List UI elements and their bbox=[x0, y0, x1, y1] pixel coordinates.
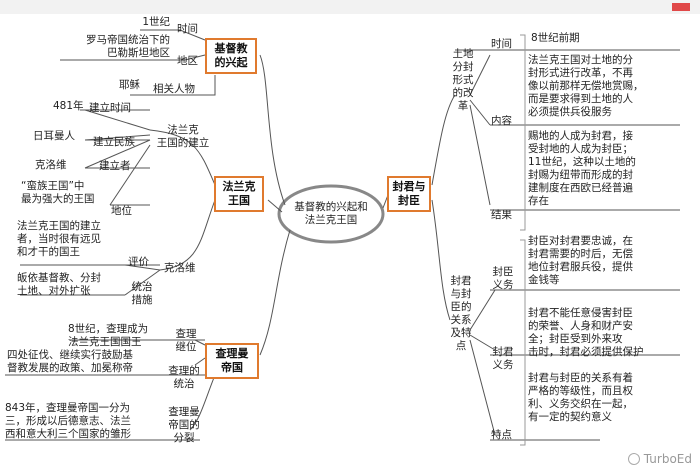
chr-region-label: 地区 bbox=[177, 55, 198, 67]
chr-person-label: 相关人物 bbox=[153, 83, 195, 95]
feudal-relation-label: 封君 与封 臣的 关系 及特 点 bbox=[450, 275, 472, 352]
link-clovis-measures bbox=[124, 269, 161, 296]
center-topic[interactable]: 基督教的兴起和 法兰克王国 bbox=[294, 200, 368, 226]
corner-mark bbox=[672, 3, 690, 11]
char-succession-value: 8世纪，查理成为 法兰克王国国王 bbox=[68, 323, 149, 348]
center-ring bbox=[277, 184, 385, 244]
feudal-lord-duty-value: 封君不能任意侵害封臣 的荣誉、人身和财产安 全；封臣受到外来攻 击时，封君必须提… bbox=[528, 307, 644, 358]
hub-franks[interactable]: 法兰克 王国 bbox=[214, 176, 264, 212]
feudal-land-content-label: 内容 bbox=[491, 115, 512, 127]
feudal-vassal-duty-label: 封臣 义务 bbox=[492, 266, 514, 291]
chr-time-value: 1世纪 bbox=[142, 16, 170, 28]
hub-charlemagne[interactable]: 查理曼 帝国 bbox=[205, 343, 259, 379]
feudal-feature-label: 特点 bbox=[491, 429, 512, 441]
feudal-feature-value: 封君与封臣的关系有着 严格的等级性，而且权 利、义务交织在一起， 有一定的契约意… bbox=[528, 372, 633, 423]
franks-measures-value: 皈依基督教、分封 土地、对外扩张 bbox=[17, 272, 101, 297]
link-founding-founder bbox=[84, 139, 151, 169]
franks-nation-value: 日耳曼人 bbox=[33, 130, 75, 142]
franks-measures-label: 统治 措施 bbox=[131, 281, 153, 306]
link-clovis-eval bbox=[124, 264, 161, 271]
feudal-land-result-value: 赐地的人成为封君，接 受封地的人成为封臣； 11世纪，这种以土地的 封赐为纽带而… bbox=[528, 130, 636, 207]
link-founding-year bbox=[84, 109, 151, 131]
link-center-franks bbox=[267, 199, 283, 213]
feudal-lord-duty-label: 封君 义务 bbox=[492, 346, 514, 371]
link-franks-founding bbox=[149, 129, 216, 186]
watermark-logo-icon bbox=[627, 453, 640, 465]
link-center-christianity bbox=[259, 54, 286, 206]
chr-region-value: 罗马帝国统治下的 巴勒斯坦地区 bbox=[86, 34, 170, 59]
franks-eval-label: 评价 bbox=[128, 256, 149, 268]
hub-christianity[interactable]: 基督教 的兴起 bbox=[205, 38, 257, 74]
link-char-rule bbox=[194, 357, 206, 366]
franks-status-label: 地位 bbox=[111, 205, 132, 217]
watermark-text: TurboEd bbox=[643, 452, 692, 466]
franks-nation-label: 建立民族 bbox=[93, 136, 135, 148]
link-feudal-relation bbox=[431, 199, 451, 321]
franks-year-value: 481年 bbox=[53, 100, 84, 112]
feudal-land-content-value: 法兰克王国对土地的分 封形式进行改革，不再 像以前那样无偿地赏赐， 而是要求得到… bbox=[528, 54, 644, 118]
feudal-vassal-duty-value: 封臣对封君要忠诚，在 封君需要的时后，无偿 地位封君服兵役，提供 金钱等 bbox=[528, 235, 633, 286]
franks-year-label: 建立时间 bbox=[89, 102, 131, 114]
chr-person-value: 耶稣 bbox=[119, 79, 140, 91]
franks-founder-label: 建立者 bbox=[99, 160, 131, 172]
link-chr-time bbox=[140, 29, 206, 41]
char-succession-label: 查理 继位 bbox=[175, 328, 197, 353]
char-split-label: 查理曼 帝国的 分裂 bbox=[168, 406, 200, 444]
char-split-value: 843年，查理曼帝国一分为 三，形成以后德意志、法兰 西和意大利三个国家的雏形 bbox=[5, 402, 131, 440]
franks-founder-value: 克洛维 bbox=[35, 159, 67, 171]
franks-founding-label: 法兰克 王国的建立 bbox=[156, 124, 210, 149]
link-franks-clovis bbox=[159, 199, 216, 271]
char-rule-label: 查理的 统治 bbox=[168, 365, 200, 390]
feudal-land-time-label: 时间 bbox=[491, 38, 512, 50]
franks-clovis-label: 克洛维 bbox=[164, 262, 196, 274]
link-center-charlemagne bbox=[259, 229, 291, 356]
feudal-land-result-label: 结果 bbox=[491, 209, 512, 221]
link-feudal-land bbox=[431, 94, 456, 186]
hub-feudal[interactable]: 封君与 封臣 bbox=[387, 176, 431, 212]
link-founding-status bbox=[109, 144, 151, 206]
watermark: TurboEd bbox=[627, 452, 692, 466]
link-char-split bbox=[189, 374, 216, 431]
chr-time-label: 时间 bbox=[177, 23, 198, 35]
link-chr-region bbox=[60, 54, 206, 61]
link-founding-nation bbox=[84, 134, 151, 141]
franks-eval-value: 法兰克王国的建立 者，当时很有远见 和才干的国王 bbox=[17, 220, 101, 258]
franks-status-value: “蛮族王国”中 最为强大的王国 bbox=[21, 180, 95, 205]
char-rule-value: 四处征伐、继续实行鼓励基 督教发展的政策、加冕称帝 bbox=[7, 349, 133, 374]
top-strip bbox=[0, 0, 700, 14]
feudal-land-time-value: 8世纪前期 bbox=[531, 32, 580, 44]
link-char-succession bbox=[194, 339, 206, 346]
feudal-land-label: 土地 分封 形式 的改 革 bbox=[452, 48, 474, 112]
